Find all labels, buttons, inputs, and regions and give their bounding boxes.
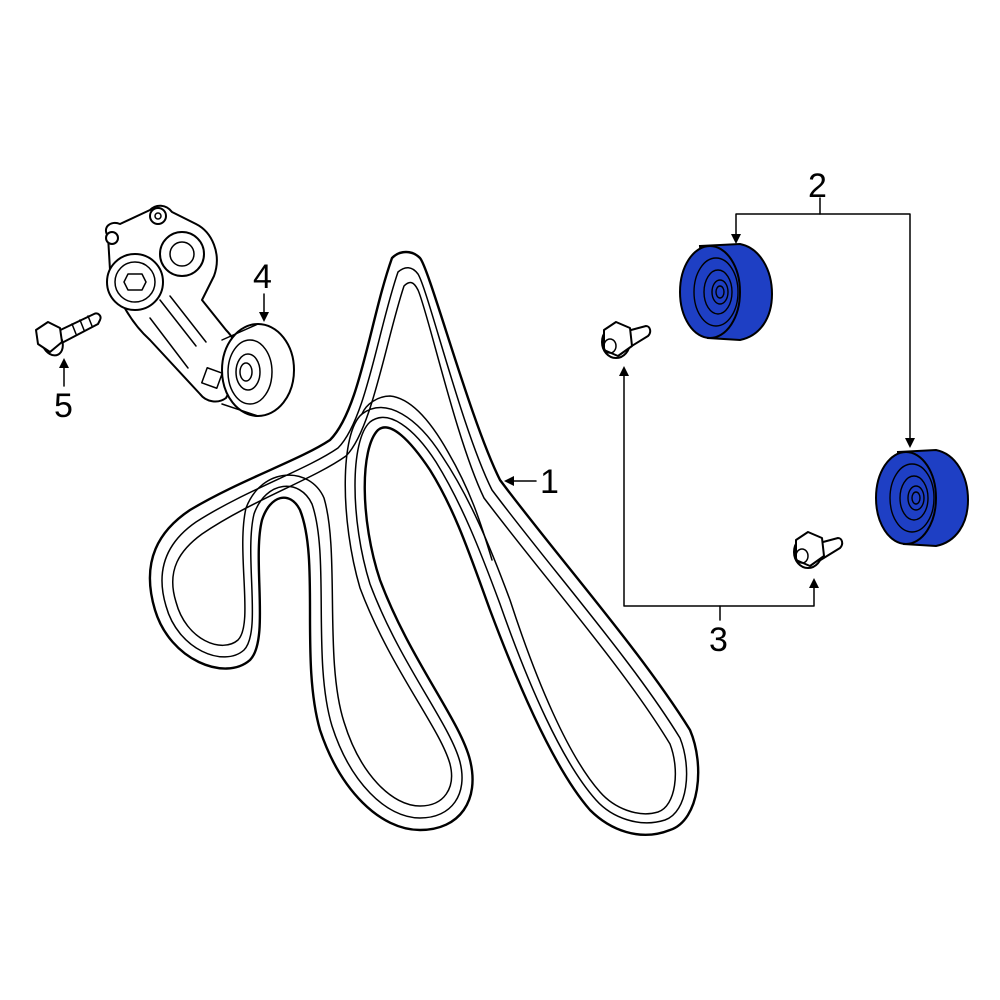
belt-tensioner-assembly <box>104 204 295 417</box>
callout-5-leader <box>59 358 69 387</box>
serpentine-belt <box>148 250 700 836</box>
callout-2-leader <box>731 197 915 448</box>
callout-2-label: 2 <box>808 167 827 205</box>
callout-1-leader <box>504 476 537 486</box>
idler-bolt-upper <box>601 321 652 359</box>
callout-3-leader <box>619 366 819 621</box>
idler-pulley-upper <box>679 242 774 342</box>
callout-4-label: 4 <box>253 258 272 296</box>
callout-5-label: 5 <box>54 387 73 425</box>
callout-1-label: 1 <box>540 463 559 501</box>
callout-4-leader <box>259 293 269 322</box>
idler-bolt-lower <box>793 531 844 569</box>
idler-pulley-lower <box>875 448 970 548</box>
callout-3-label: 3 <box>709 621 728 659</box>
tensioner-bolt <box>35 312 102 357</box>
